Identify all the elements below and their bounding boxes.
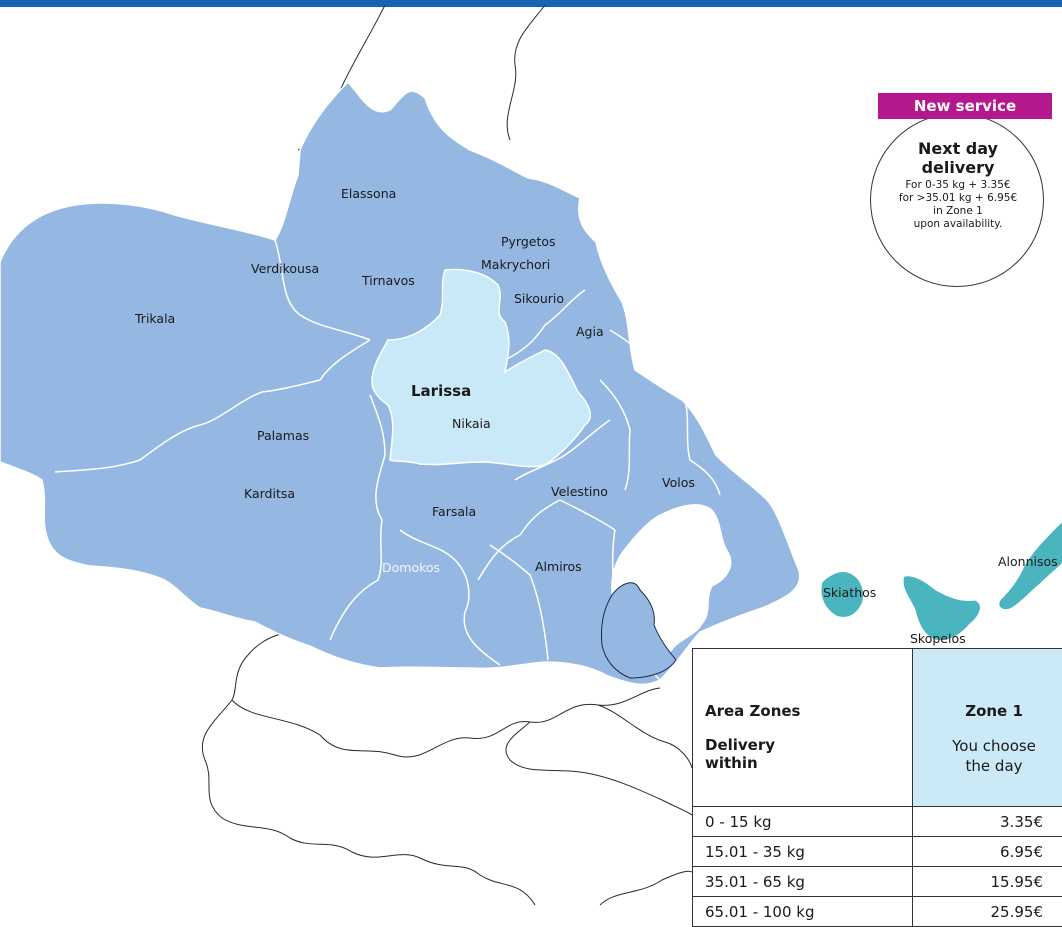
label-volos: Volos	[662, 475, 695, 490]
promo-line1: For 0-35 kg + 3.35€	[870, 179, 1046, 192]
price-cell: 15.95€	[913, 867, 1062, 897]
promo-line4: upon availability.	[870, 218, 1046, 231]
label-agia: Agia	[576, 324, 604, 339]
promo-title-line1: Next day	[870, 139, 1046, 158]
table-row: 35.01 - 65 kg 15.95€	[693, 867, 1062, 897]
delivery-value-line1: You choose	[925, 736, 1062, 756]
delivery-value-line2: the day	[925, 756, 1062, 776]
label-pyrgetos: Pyrgetos	[501, 234, 556, 249]
promo-line3: in Zone 1	[870, 205, 1046, 218]
price-cell: 25.95€	[913, 897, 1062, 927]
label-sikourio: Sikourio	[514, 291, 564, 306]
border-line	[598, 705, 692, 768]
delivery-label-line1: Delivery	[705, 736, 900, 754]
price-cell: 3.35€	[913, 807, 1062, 837]
delivery-row: Delivery within You choose the day	[693, 730, 1062, 807]
weight-cell: 0 - 15 kg	[693, 807, 913, 837]
label-trikala: Trikala	[134, 311, 175, 326]
label-makrychori: Makrychori	[481, 257, 550, 272]
price-cell: 6.95€	[913, 837, 1062, 867]
label-velestino: Velestino	[551, 484, 608, 499]
weight-cell: 65.01 - 100 kg	[693, 897, 913, 927]
border-line	[506, 722, 692, 815]
new-service-badge: New service	[878, 93, 1052, 119]
promo-details: For 0-35 kg + 3.35€ for >35.01 kg + 6.95…	[870, 179, 1046, 231]
promo-title-line2: delivery	[870, 158, 1046, 177]
label-skiathos: Skiathos	[823, 585, 876, 600]
delivery-within-label: Delivery within	[693, 730, 913, 807]
area-zones-header: Area Zones	[693, 649, 913, 731]
label-farsala: Farsala	[432, 504, 476, 519]
promo-title: Next day delivery	[870, 139, 1046, 177]
label-palamas: Palamas	[257, 428, 309, 443]
label-alonnisos: Alonnisos	[998, 554, 1058, 569]
label-elassona: Elassona	[341, 186, 396, 201]
table-row: 0 - 15 kg 3.35€	[693, 807, 1062, 837]
weight-cell: 35.01 - 65 kg	[693, 867, 913, 897]
label-verdikousa: Verdikousa	[251, 261, 319, 276]
border-line	[507, 5, 545, 140]
next-day-promo: New service Next day delivery For 0-35 k…	[870, 93, 1052, 289]
delivery-label-line2: within	[705, 754, 900, 772]
table-row: 15.01 - 35 kg 6.95€	[693, 837, 1062, 867]
label-karditsa: Karditsa	[244, 486, 295, 501]
rates-header-row: Area Zones Zone 1	[693, 649, 1062, 731]
delivery-value: You choose the day	[913, 730, 1062, 807]
label-larissa: Larissa	[411, 382, 471, 400]
label-nikaia: Nikaia	[452, 416, 491, 431]
promo-line2: for >35.01 kg + 6.95€	[870, 192, 1046, 205]
weight-cell: 15.01 - 35 kg	[693, 837, 913, 867]
border-line	[600, 871, 692, 905]
rates-table: Area Zones Zone 1 Delivery within You ch…	[692, 648, 1062, 927]
border-line	[202, 700, 535, 905]
zone-1-header: Zone 1	[913, 649, 1062, 731]
table-row: 65.01 - 100 kg 25.95€	[693, 897, 1062, 927]
label-almiros: Almiros	[535, 559, 582, 574]
label-skopelos: Skopelos	[910, 631, 966, 646]
label-tirnavos: Tirnavos	[361, 273, 415, 288]
label-domokos: Domokos	[382, 560, 440, 575]
